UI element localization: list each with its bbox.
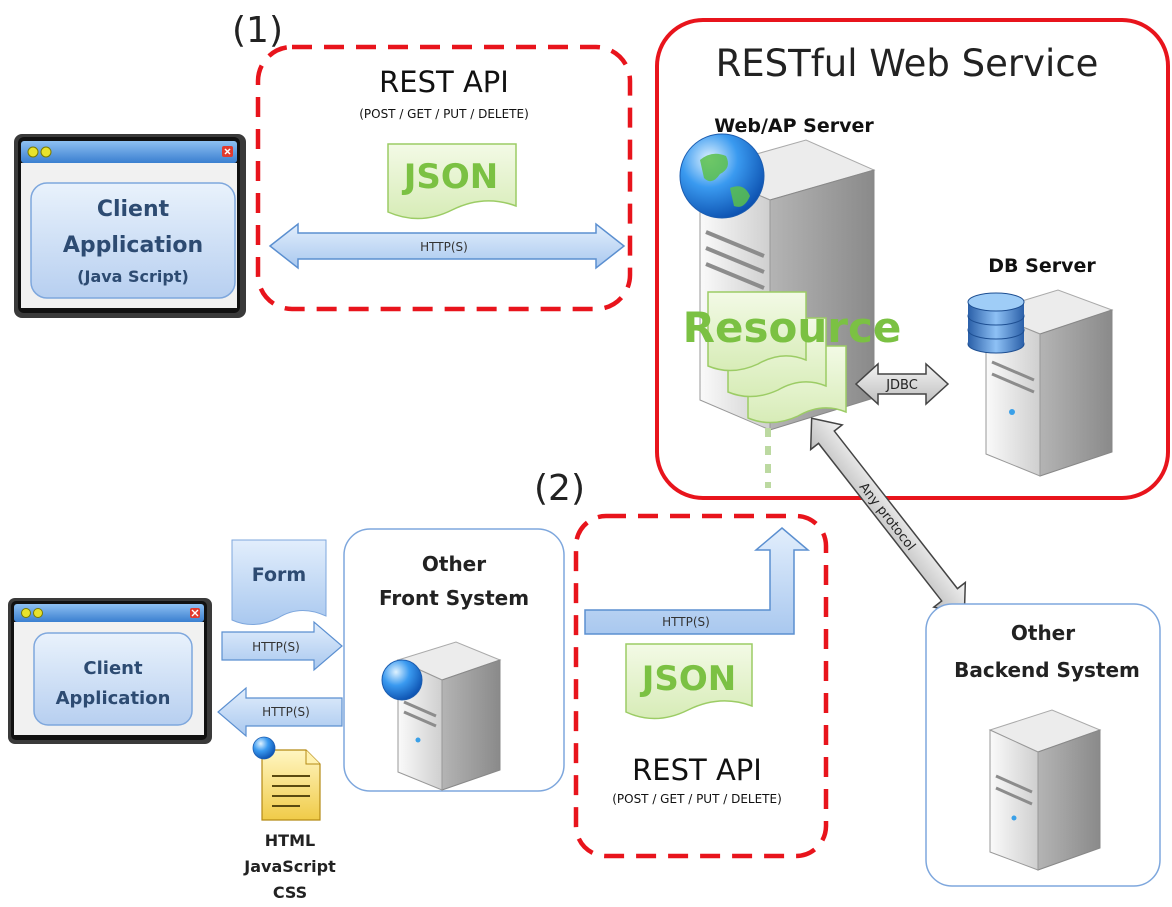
- window-button-icon: [40, 146, 52, 158]
- window-button-icon: [33, 608, 43, 618]
- client-app-panel-top: [30, 182, 236, 299]
- front-response-label: HTTP(S): [262, 705, 310, 719]
- restful-service-boundary: [655, 18, 1170, 500]
- jdbc-label: JDBC: [885, 378, 918, 393]
- jdbc-arrow: JDBC: [854, 362, 950, 406]
- database-icon: [967, 292, 1025, 354]
- db-server-label: DB Server: [988, 255, 1096, 277]
- window-button-icon: [27, 146, 39, 158]
- html-document-icon: [252, 736, 321, 821]
- asset-html: HTML: [265, 831, 315, 850]
- form-label: Form: [252, 564, 306, 586]
- section-2-boundary: [573, 513, 829, 859]
- any-protocol-label: Any protocol: [856, 480, 918, 554]
- section-2-title: REST API: [632, 753, 762, 787]
- client-bottom-line1: Client: [83, 658, 143, 679]
- section-2-json-document: JSON: [625, 643, 753, 720]
- client-top-line3: (Java Script): [77, 267, 189, 286]
- section-2-http-arrow: HTTP(S): [584, 527, 811, 635]
- backend-server-icon: [988, 709, 1102, 871]
- front-system-line2: Front System: [379, 586, 529, 610]
- section-1-title: REST API: [379, 65, 509, 99]
- any-protocol-arrow: Any protocol: [809, 417, 967, 615]
- globe-icon: [252, 736, 276, 760]
- form-document: Form: [231, 539, 327, 625]
- section-2-json-label: JSON: [640, 659, 737, 699]
- backend-system-line2: Backend System: [954, 658, 1140, 682]
- asset-javascript: JavaScript: [243, 857, 336, 876]
- section-1-json-document: JSON: [387, 143, 517, 220]
- client-window-bottom: Client Application: [8, 598, 212, 744]
- section-1-methods: (POST / GET / PUT / DELETE): [359, 107, 529, 121]
- section-1-boundary: [255, 44, 633, 312]
- front-response-arrow: HTTP(S): [217, 686, 343, 738]
- client-top-line1: Client: [97, 197, 170, 222]
- section-1-http-label: HTTP(S): [420, 240, 468, 254]
- section-1-number: (1): [232, 10, 283, 51]
- front-request-arrow: HTTP(S): [221, 620, 343, 672]
- client-top-line2: Application: [63, 233, 203, 258]
- window-button-icon: [21, 608, 31, 618]
- restful-service-title: RESTful Web Service: [716, 42, 1099, 85]
- web-server-label: Web/AP Server: [714, 115, 874, 137]
- backend-system-line1: Other: [1011, 621, 1075, 645]
- client-bottom-line2: Application: [56, 688, 171, 709]
- section-2-number: (2): [534, 468, 585, 509]
- front-request-label: HTTP(S): [252, 640, 300, 654]
- resource-documents: Resource: [683, 291, 902, 424]
- asset-css: CSS: [273, 883, 307, 902]
- section-2-http-label: HTTP(S): [662, 615, 710, 629]
- globe-icon: [381, 659, 423, 701]
- client-app-panel-bottom: [33, 632, 193, 726]
- client-window-top: Client Application (Java Script): [14, 134, 246, 318]
- section-1-http-arrow: HTTP(S): [268, 222, 626, 270]
- front-system-line1: Other: [422, 552, 486, 576]
- resource-label: Resource: [683, 303, 902, 352]
- section-2-methods: (POST / GET / PUT / DELETE): [612, 792, 782, 806]
- globe-icon: [679, 133, 765, 219]
- section-1-json-label: JSON: [402, 157, 499, 197]
